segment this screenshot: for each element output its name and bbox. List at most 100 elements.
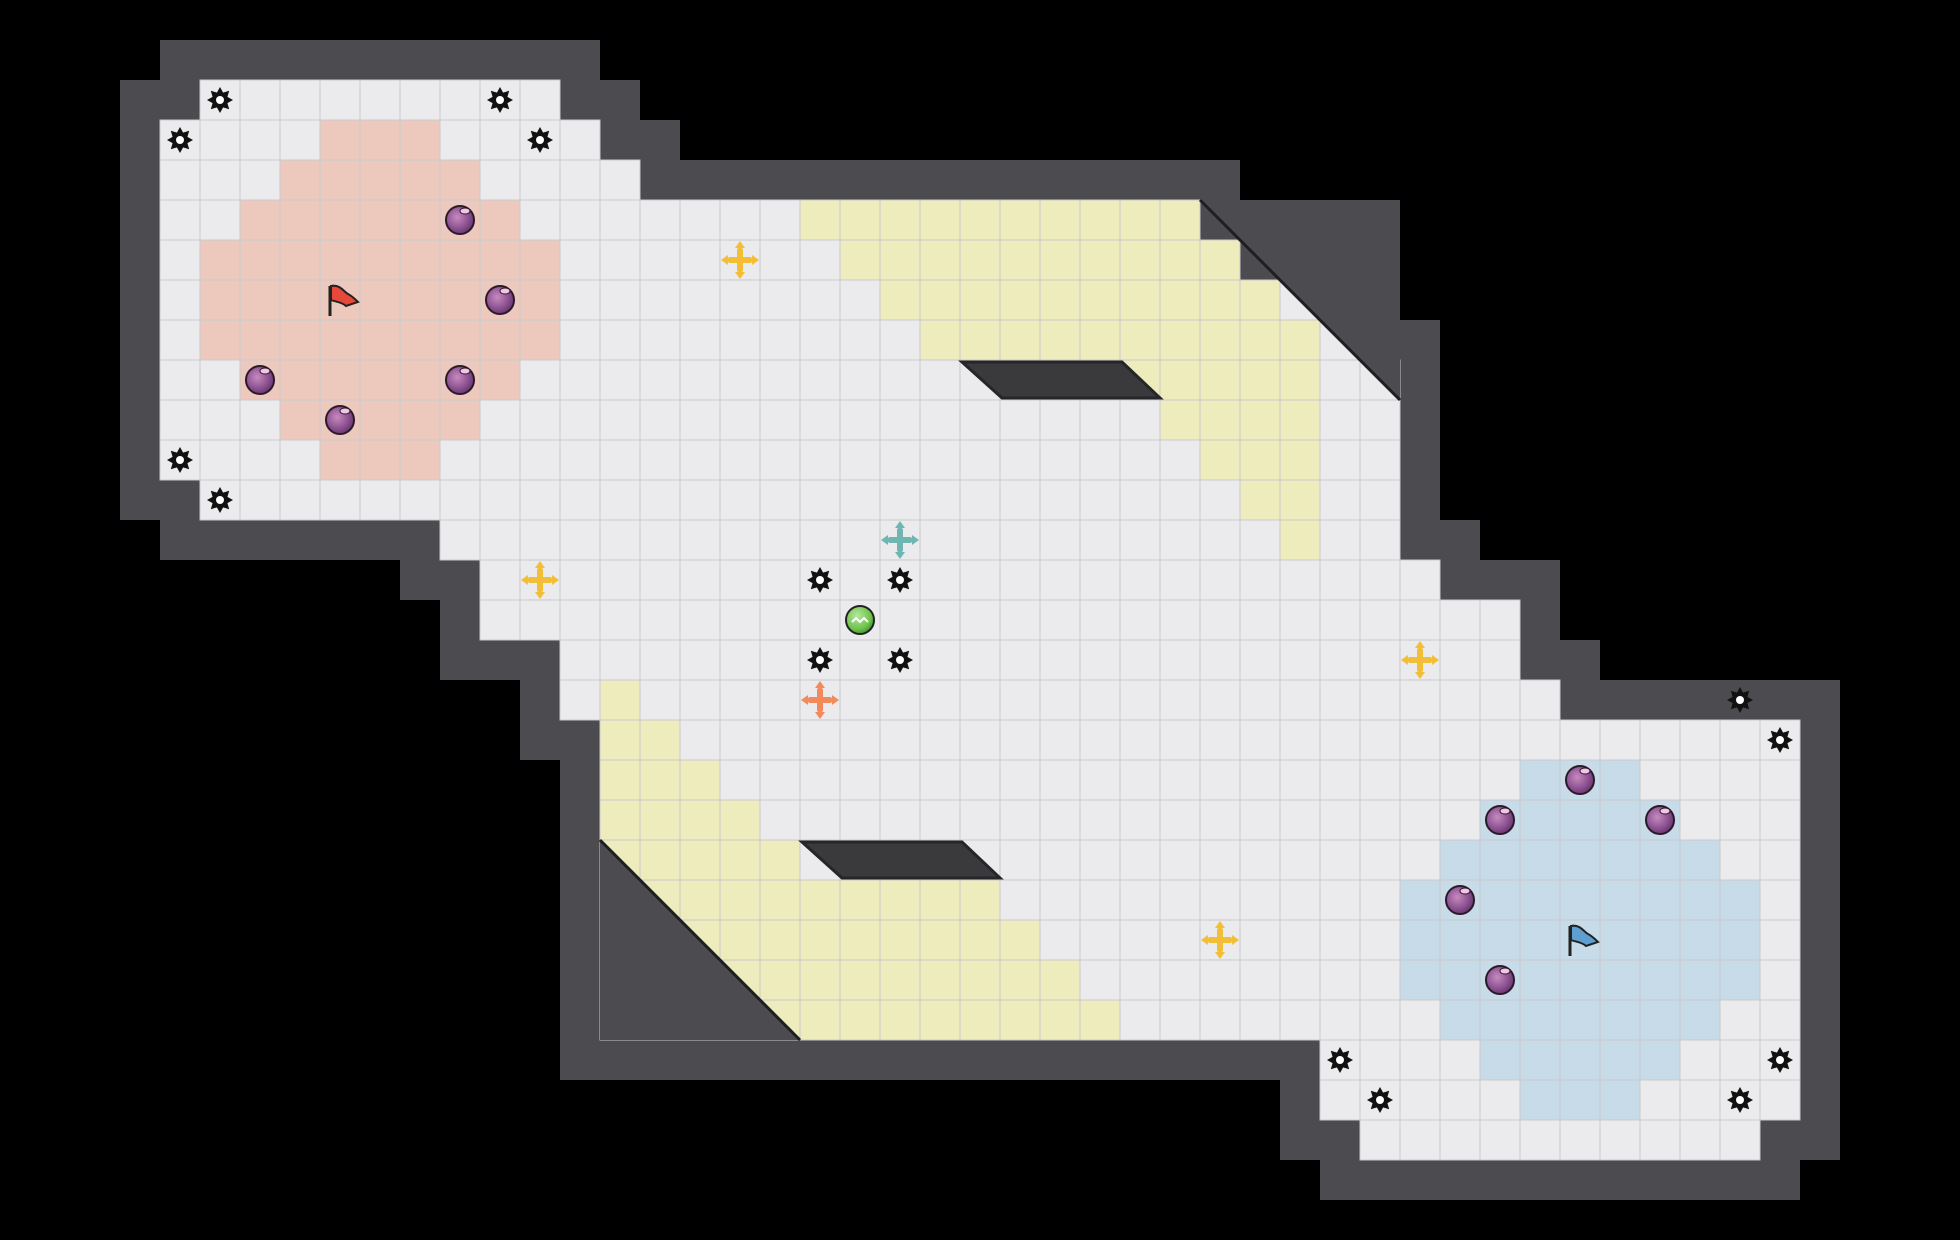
floor-tile	[839, 959, 881, 1001]
floor-tile	[719, 639, 761, 681]
floor-tile	[1079, 719, 1121, 761]
floor-tile	[359, 319, 401, 361]
floor-tile	[999, 239, 1041, 281]
floor-tile	[719, 719, 761, 761]
floor-tile	[559, 559, 601, 601]
floor-tile	[1639, 999, 1681, 1041]
floor-tile	[1319, 959, 1361, 1001]
floor-tile	[759, 879, 801, 921]
floor-tile	[1719, 879, 1761, 921]
floor-tile	[559, 599, 601, 641]
floor-tile	[639, 359, 681, 401]
floor-tile	[1039, 519, 1081, 561]
floor-tile	[1479, 1079, 1521, 1121]
bomb-icon	[245, 365, 275, 395]
floor-tile	[519, 519, 561, 561]
floor-tile	[719, 279, 761, 321]
floor-tile	[1359, 439, 1401, 481]
floor-tile	[1079, 839, 1121, 881]
floor-tile	[239, 199, 281, 241]
bomb-icon	[445, 365, 475, 395]
floor-tile	[1719, 719, 1761, 761]
floor-tile	[879, 319, 921, 361]
floor-tile	[839, 519, 881, 561]
floor-tile	[679, 399, 721, 441]
floor-tile	[1719, 1039, 1761, 1081]
floor-tile	[359, 439, 401, 481]
floor-tile	[199, 439, 241, 481]
floor-tile	[1359, 719, 1401, 761]
floor-tile	[839, 439, 881, 481]
boost-arrow	[895, 521, 905, 528]
floor-tile	[1159, 719, 1201, 761]
spike-icon	[207, 487, 233, 513]
blue-flag-icon	[1568, 924, 1600, 956]
floor-tile	[1479, 1119, 1521, 1161]
floor-tile	[559, 159, 601, 201]
floor-tile	[759, 199, 801, 241]
floor-tile	[1079, 319, 1121, 361]
floor-tile	[479, 479, 521, 521]
floor-tile	[799, 439, 841, 481]
floor-tile	[639, 839, 681, 881]
floor-tile	[839, 999, 881, 1041]
floor-tile	[599, 479, 641, 521]
spike-core	[1776, 736, 1784, 744]
floor-tile	[1039, 439, 1081, 481]
floor-tile	[759, 279, 801, 321]
floor-tile	[959, 279, 1001, 321]
floor-tile	[279, 119, 321, 161]
floor-tile	[1759, 999, 1801, 1041]
floor-tile	[959, 999, 1001, 1041]
floor-tile	[759, 639, 801, 681]
boost-icon	[801, 681, 839, 719]
spike-icon	[887, 647, 913, 673]
floor-tile	[439, 159, 481, 201]
floor-tile	[1119, 399, 1161, 441]
floor-tile	[1119, 959, 1161, 1001]
floor-tile	[1679, 919, 1721, 961]
floor-tile	[159, 159, 201, 201]
floor-tile	[999, 559, 1041, 601]
floor-tile	[479, 439, 521, 481]
boost-icon	[521, 561, 559, 599]
floor-tile	[1079, 799, 1121, 841]
bomb-fuse	[259, 367, 271, 375]
floor-tile	[1439, 719, 1481, 761]
floor-tile	[519, 399, 561, 441]
floor-tile	[719, 559, 761, 601]
diagonal-walls	[598, 198, 1402, 1042]
floor-tile	[1319, 599, 1361, 641]
floor-tile	[1239, 479, 1281, 521]
floor-tile	[679, 439, 721, 481]
floor-tile	[1319, 999, 1361, 1041]
spike-core	[216, 496, 224, 504]
floor-tile	[239, 439, 281, 481]
floor-tile	[1199, 519, 1241, 561]
wall-slab-top	[958, 360, 1164, 400]
floor-tile	[799, 599, 841, 641]
floor-tile	[399, 279, 441, 321]
floor-tile	[1479, 599, 1521, 641]
boost-bar	[808, 697, 832, 703]
spike-core	[1336, 1056, 1344, 1064]
floor-tile	[919, 879, 961, 921]
floor-tile	[1399, 879, 1441, 921]
floor-tile	[879, 359, 921, 401]
floor-tile	[599, 599, 641, 641]
floor-tile	[519, 599, 561, 641]
floor-tile	[159, 279, 201, 321]
floor-tile	[839, 919, 881, 961]
floor-tile	[319, 319, 361, 361]
floor-tile	[1279, 399, 1321, 441]
bomb-fuse	[459, 367, 471, 375]
bomb-fuse	[1659, 807, 1671, 815]
floor-tile	[959, 639, 1001, 681]
boost-arrow	[815, 712, 825, 719]
floor-tile	[719, 439, 761, 481]
floor-tile	[879, 479, 921, 521]
spike-icon	[1327, 1047, 1353, 1073]
boost-icon	[1201, 921, 1239, 959]
boost-arrow	[895, 552, 905, 559]
floor-tile	[719, 879, 761, 921]
